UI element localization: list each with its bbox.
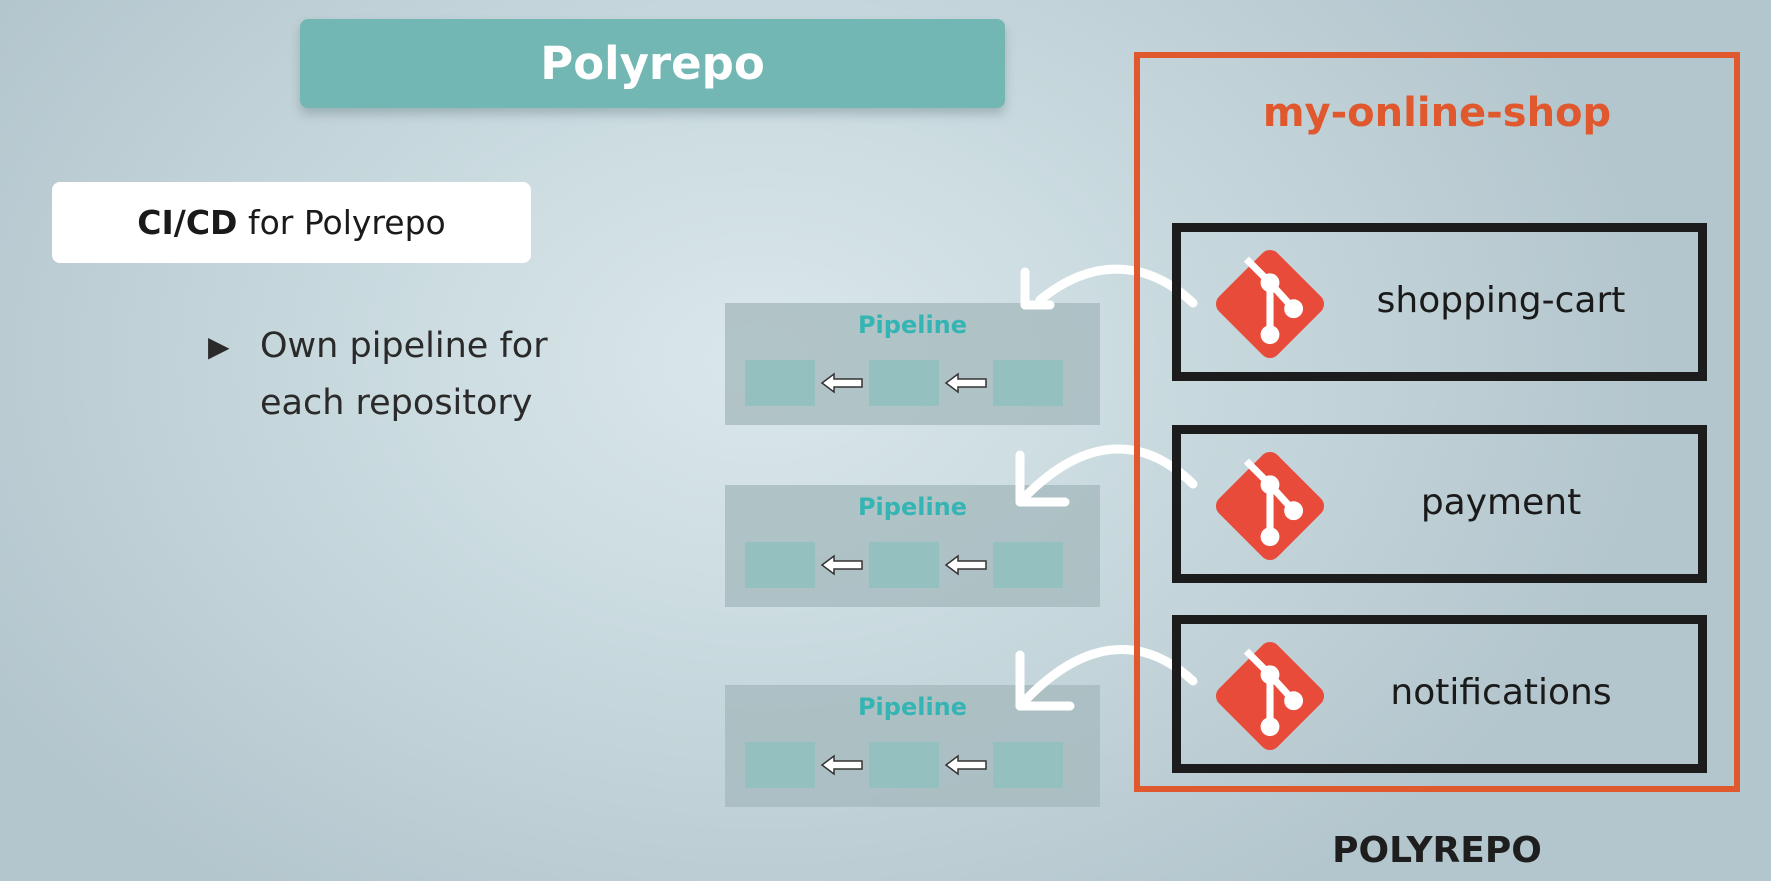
curve-arrow-2-head <box>1015 450 1070 507</box>
pipeline-stage <box>993 360 1063 406</box>
repo-frame <box>1134 52 1740 792</box>
repo-notifications: notifications <box>1172 615 1707 773</box>
arrow-left-icon <box>820 754 863 776</box>
arrow-left-icon <box>820 372 863 394</box>
pipeline-label: Pipeline <box>857 693 968 721</box>
bullet-text: Own pipeline for each repository <box>260 326 548 423</box>
pipeline-2: Pipeline <box>725 485 1100 607</box>
arrow-left-icon <box>944 754 987 776</box>
pipeline-stage <box>869 542 939 588</box>
pipeline-stage <box>869 360 939 406</box>
curve-arrow-3-head <box>1015 650 1075 711</box>
pipeline-stage <box>745 742 815 788</box>
pipeline-stage <box>869 742 939 788</box>
bullet-marker: ▶ <box>208 330 230 363</box>
arrow-left-icon <box>820 554 863 576</box>
repo-label: payment <box>1420 482 1582 523</box>
pipeline-stage <box>993 742 1063 788</box>
repo-shopping-cart: shopping-cart <box>1172 223 1707 381</box>
slide-title: Polyrepo <box>300 19 1005 108</box>
pipeline-1: Pipeline <box>725 303 1100 425</box>
git-icon <box>1215 249 1325 359</box>
repo-label: shopping-cart <box>1376 280 1626 321</box>
pipeline-stage <box>745 360 815 406</box>
subtitle-rest: for Polyrepo <box>247 203 446 242</box>
repo-payment: payment <box>1172 425 1707 583</box>
repo-label: notifications <box>1390 672 1612 713</box>
subtitle-bold: CI/CD <box>137 203 238 242</box>
pipeline-label: Pipeline <box>857 311 968 339</box>
pipeline-stage <box>993 542 1063 588</box>
git-icon <box>1215 451 1325 561</box>
pipeline-label: Pipeline <box>857 493 968 521</box>
curve-arrow-1-head <box>1020 267 1055 310</box>
arrow-left-icon <box>944 554 987 576</box>
subtitle-box: CI/CD for Polyrepo <box>52 182 531 263</box>
pipeline-stage <box>745 542 815 588</box>
repo-name: my-online-shop <box>1262 90 1612 136</box>
arrow-left-icon <box>944 372 987 394</box>
repo-caption: POLYREPO <box>1332 830 1542 871</box>
git-icon <box>1215 641 1325 751</box>
